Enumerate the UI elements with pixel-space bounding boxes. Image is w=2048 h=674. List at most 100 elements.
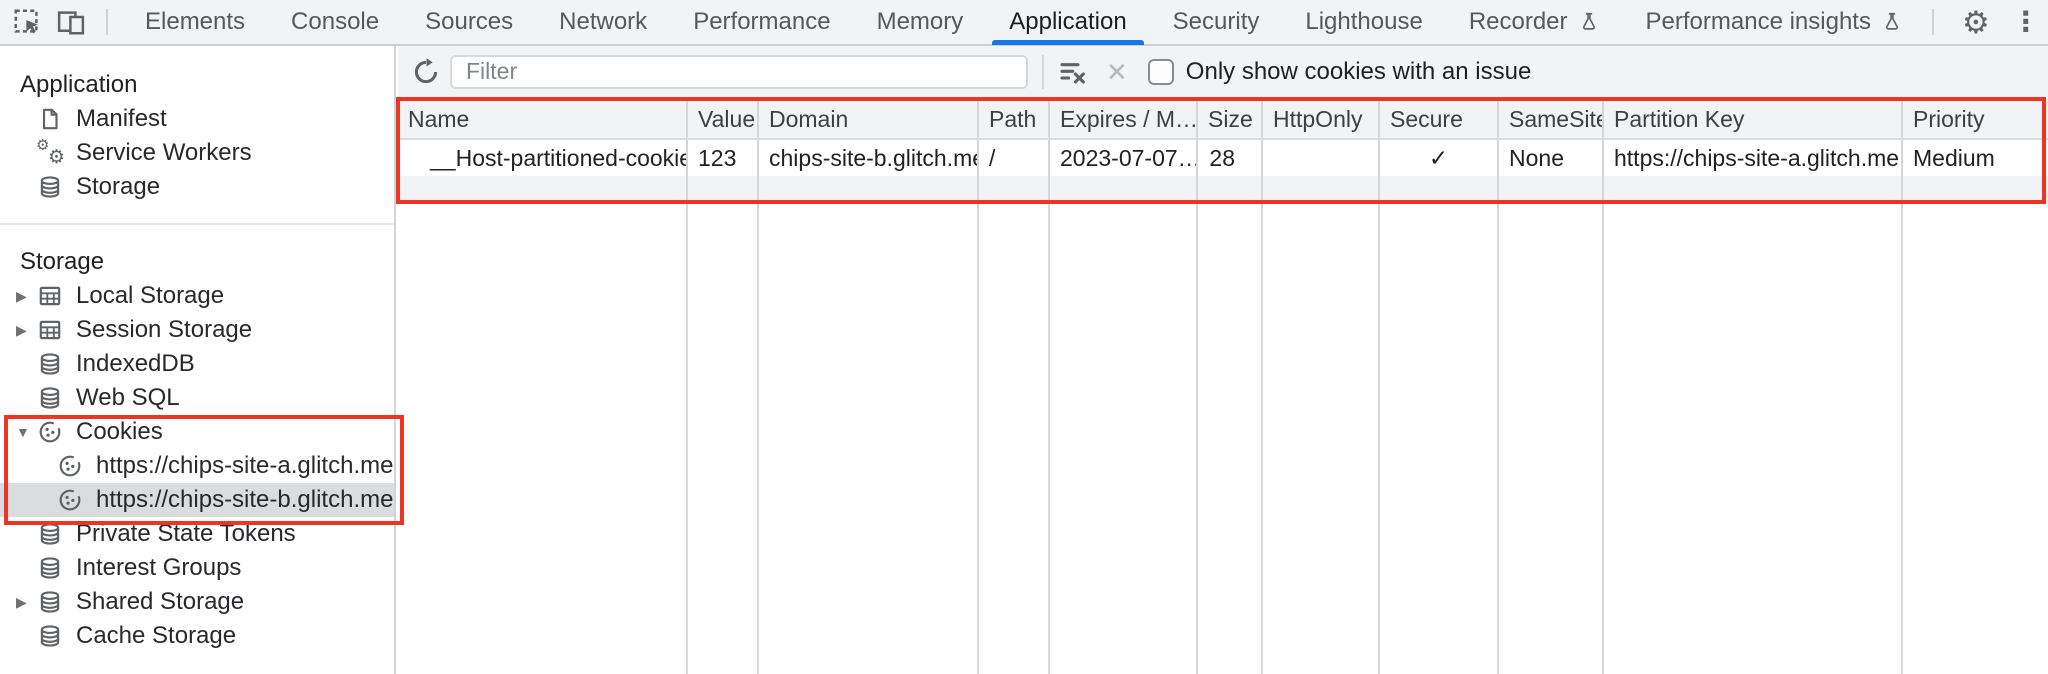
gears-icon: ⚙⚙ [36,137,65,168]
column-header-domain[interactable]: Domain [759,100,979,138]
cookie-icon [56,452,84,480]
table-icon [36,282,64,310]
refresh-icon[interactable] [410,56,442,88]
cookie-httponly-cell[interactable] [1263,140,1380,176]
grid-line [1378,204,1380,674]
tab-lighthouse[interactable]: Lighthouse [1305,8,1423,35]
tab-sources[interactable]: Sources [425,8,514,35]
column-header-priority[interactable]: Priority [1913,105,1985,132]
database-icon [36,554,64,582]
tab-memory[interactable]: Memory [876,8,964,35]
sidebar-item-cache-storage[interactable]: Cache Storage [0,619,394,653]
cookie-value-cell[interactable]: 123 [688,140,759,176]
sidebar-item-service-workers[interactable]: ⚙⚙ Service Workers [36,137,252,168]
filter-input[interactable] [450,54,1028,89]
sidebar-item-web-sql[interactable]: Web SQL [0,381,394,415]
more-options-icon[interactable]: ⋮ [2011,6,2040,37]
sidebar-item-cookies[interactable]: ▼ Cookies [16,418,163,446]
column-header-httponly[interactable]: HttpOnly [1263,100,1380,138]
flask-icon [1881,11,1903,33]
tab-recorder[interactable]: Recorder [1446,0,1623,45]
document-icon [36,105,64,133]
tab-application[interactable]: Application [986,0,1149,45]
cookie-row[interactable]: __Host-partitioned-cookie 123 chips-site… [398,140,2048,176]
cookie-path-cell[interactable]: / [979,140,1050,176]
grid-line [1261,204,1263,674]
tabbar-right-controls: ⚙ ⋮ ✕ [1926,7,2048,38]
grid-line [686,204,688,674]
tab-network[interactable]: Network [559,8,648,35]
column-header-expires[interactable]: Expires / M… [1050,100,1198,138]
sidebar-item-manifest[interactable]: Manifest [0,102,394,136]
grid-line [977,204,979,674]
cookie-priority-cell[interactable]: Medium [1913,144,1995,171]
database-icon [36,588,64,616]
flask-icon [1578,11,1600,33]
chevron-right-icon[interactable]: ▶ [16,593,27,610]
tabbar-divider [106,9,108,35]
tab-performance-insights[interactable]: Performance insights [1623,0,1926,45]
cookie-samesite-cell[interactable]: None [1499,140,1604,176]
column-header-name[interactable]: Name [398,100,688,138]
grid-line [1497,204,1499,674]
tabbar-divider [1931,9,1934,35]
cookie-domain-cell[interactable]: chips-site-b.glitch.me [759,140,979,176]
chevron-right-icon[interactable]: ▶ [16,287,27,304]
column-header-partition-key[interactable]: Partition Key [1604,100,1903,138]
tab-console[interactable]: Console [291,8,380,35]
sidebar-item-local-storage[interactable]: ▶ Local Storage [16,282,225,310]
clear-filter-icon[interactable] [1056,56,1088,88]
tab-elements[interactable]: Elements [145,8,246,35]
cookie-icon [36,418,64,446]
devtools-tabbar: Elements Console Sources Network Perform… [0,0,2048,46]
cookie-partition-key-cell[interactable]: https://chips-site-a.glitch.me [1604,140,1903,176]
sidebar-item-shared-storage[interactable]: ▶ Shared Storage [16,588,245,616]
sidebar-section-application: Application [20,71,138,98]
sidebar-item-storage[interactable]: Storage [0,170,394,204]
database-icon [36,384,64,412]
tab-security[interactable]: Security [1172,8,1260,35]
sidebar-section-storage: Storage [20,248,105,275]
sidebar-item-interest-groups[interactable]: Interest Groups [0,551,394,585]
table-header-row: Name Value Domain Path Expires / M… Size… [398,100,2048,140]
cookie-expires-cell[interactable]: 2023-07-07… [1050,140,1198,176]
column-header-secure[interactable]: Secure [1380,100,1499,138]
cookie-name-cell[interactable]: __Host-partitioned-cookie [398,140,688,176]
database-icon [36,173,64,201]
grid-line [1048,204,1050,674]
issue-checkbox-label[interactable]: Only show cookies with an issue [1185,57,1532,85]
clear-all-icon[interactable]: ✕ [1106,56,1128,87]
chevron-right-icon[interactable]: ▶ [16,321,27,338]
settings-gear-icon[interactable]: ⚙ [1961,4,1990,40]
chevron-down-icon[interactable]: ▼ [16,424,30,440]
sidebar-item-cookies-chips-site-a[interactable]: https://chips-site-a.glitch.me [0,449,394,483]
column-header-value[interactable]: Value [688,100,759,138]
panel-tabs: Elements Console Sources Network Perform… [122,0,1926,45]
inspect-element-icon[interactable] [12,7,42,37]
issue-checkbox[interactable] [1147,58,1174,85]
tab-performance[interactable]: Performance [693,8,831,35]
sidebar-divider [0,223,394,225]
database-icon [36,350,64,378]
cookie-secure-cell[interactable]: ✓ [1380,140,1499,176]
cookies-pane: ✕ Only show cookies with an issue Name V… [398,46,2048,674]
cookies-table: Name Value Domain Path Expires / M… Size… [398,100,2048,202]
cookies-toolbar: ✕ Only show cookies with an issue [398,46,2048,97]
cookie-size-cell[interactable]: 28 [1198,140,1263,176]
cookie-icon [56,486,84,514]
sidebar-item-cookies-chips-site-b[interactable]: https://chips-site-b.glitch.me [0,483,394,517]
device-toolbar-icon[interactable] [56,7,86,37]
database-icon [36,520,64,548]
column-header-path[interactable]: Path [979,100,1050,138]
grid-line [1196,204,1198,674]
table-icon [36,316,64,344]
column-header-samesite[interactable]: SameSite [1499,100,1604,138]
database-icon [36,622,64,650]
sidebar-item-indexeddb[interactable]: IndexedDB [0,347,394,381]
column-header-size[interactable]: Size [1198,100,1263,138]
grid-line [757,204,759,674]
sidebar-item-session-storage[interactable]: ▶ Session Storage [16,316,253,344]
grid-line [1901,204,1903,674]
sidebar-item-private-state-tokens[interactable]: Private State Tokens [0,517,394,551]
